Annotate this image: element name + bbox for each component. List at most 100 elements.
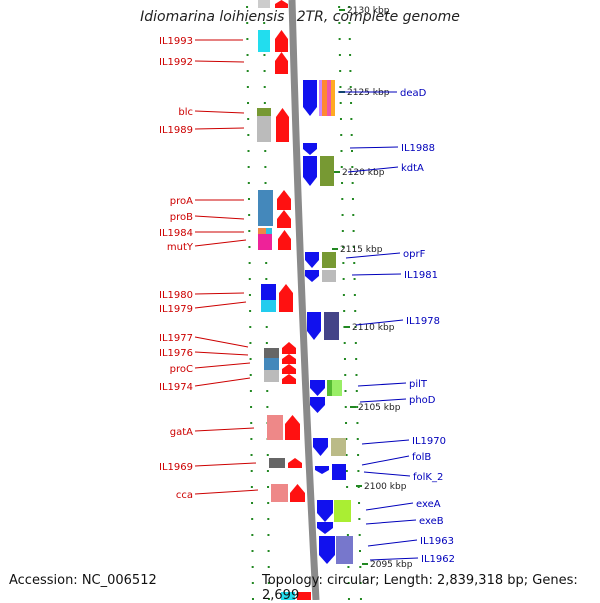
label-leader xyxy=(363,471,411,477)
gene-label-left: IL1976 xyxy=(159,348,193,359)
track-dot xyxy=(347,598,350,600)
track-dot xyxy=(343,310,346,312)
gene-arrow xyxy=(303,80,317,116)
gene-label-right: oprF xyxy=(403,249,426,260)
gene-label-left: proA xyxy=(170,196,193,207)
track-dot xyxy=(347,582,350,584)
track-dot xyxy=(358,518,361,520)
track-dot xyxy=(265,342,268,344)
gene-block xyxy=(261,300,276,312)
gene-arrow xyxy=(276,108,289,142)
track-dot xyxy=(338,22,341,24)
track-dot xyxy=(248,278,251,280)
scale-tick-label: 2125 kbp xyxy=(347,88,390,98)
gene-block xyxy=(327,380,332,396)
track-dot xyxy=(357,454,360,456)
gene-label-left: IL1979 xyxy=(159,304,193,315)
track-dot xyxy=(345,454,348,456)
label-leader xyxy=(365,502,414,511)
track-dot xyxy=(265,278,268,280)
scale-tick-label: 2120 kbp xyxy=(342,168,385,178)
track-dot xyxy=(351,150,353,152)
gene-arrow xyxy=(297,592,311,600)
track-dot xyxy=(251,534,254,536)
track-dot xyxy=(263,86,266,88)
label-leader xyxy=(194,362,251,369)
track-dot xyxy=(264,150,267,152)
genome-backbone xyxy=(288,0,320,600)
label-leader xyxy=(351,273,402,276)
track-dot xyxy=(342,278,345,280)
track-dot xyxy=(250,486,253,488)
gene-label-right: IL1963 xyxy=(420,536,454,547)
gene-block xyxy=(319,80,322,116)
track-dot xyxy=(339,118,342,120)
gene-arrow xyxy=(275,30,288,52)
gene-arrow xyxy=(319,536,335,564)
track-dot xyxy=(352,230,355,232)
gene-label-right: IL1978 xyxy=(406,316,440,327)
track-dot xyxy=(248,294,251,296)
gene-block xyxy=(266,228,272,234)
track-dot xyxy=(247,134,250,136)
track-dot xyxy=(249,390,252,392)
gene-labels: IL1993IL1992blcIL1989proAproBIL1984mutYI… xyxy=(159,36,455,565)
track-dot xyxy=(265,326,268,328)
track-dot xyxy=(251,598,254,600)
track-dot xyxy=(340,150,343,152)
scale-tick-label: 2100 kbp xyxy=(364,482,407,492)
label-leader xyxy=(194,351,249,356)
gene-arrow xyxy=(307,312,321,340)
track-dot xyxy=(356,438,359,440)
track-dot xyxy=(350,118,353,120)
track-dot xyxy=(352,214,355,216)
label-leader xyxy=(194,427,255,432)
gene-arrow xyxy=(282,374,296,384)
gene-label-left: IL1984 xyxy=(159,228,193,239)
gene-block xyxy=(322,252,336,268)
track-dot xyxy=(338,6,341,8)
track-dot xyxy=(346,486,349,488)
gene-label-left: IL1989 xyxy=(159,125,193,136)
label-leader xyxy=(194,215,245,220)
track-dot xyxy=(343,342,346,344)
track-dot xyxy=(250,438,253,440)
track-dot xyxy=(352,246,355,248)
label-leader xyxy=(359,398,407,403)
gene-arrow xyxy=(288,458,302,468)
label-leader xyxy=(365,519,417,525)
track-dot xyxy=(251,502,254,504)
gene-arrow xyxy=(313,438,328,456)
gene-block xyxy=(258,234,272,250)
track-dot xyxy=(263,22,266,24)
track-dot xyxy=(247,166,250,168)
track-dot xyxy=(339,70,342,72)
track-dot xyxy=(266,406,269,408)
track-dot xyxy=(349,70,352,72)
track-dot xyxy=(250,422,253,424)
gene-label-right: IL1988 xyxy=(401,143,435,154)
track-dot xyxy=(250,470,253,472)
track-dot xyxy=(355,390,358,392)
track-dot xyxy=(246,70,249,72)
track-dot xyxy=(251,582,254,584)
track-dot xyxy=(348,22,351,24)
track-dot xyxy=(264,182,267,184)
label-leader xyxy=(194,239,247,247)
track-dot xyxy=(247,118,250,120)
track-dot xyxy=(348,38,351,40)
label-leader xyxy=(349,146,399,149)
accession-text: Accession: NC_006512 xyxy=(9,573,157,588)
track-dot xyxy=(359,550,361,552)
gene-arrow xyxy=(277,190,291,210)
gene-block xyxy=(257,108,271,116)
gene-block xyxy=(332,380,342,396)
gene-label-left: proC xyxy=(170,364,193,375)
track-dot xyxy=(359,582,362,584)
track-dot xyxy=(357,470,360,472)
gene-block xyxy=(334,500,351,522)
track-dot xyxy=(263,102,266,104)
scale-tick-label: 2110 kbp xyxy=(352,323,395,333)
track-dot xyxy=(355,374,358,376)
